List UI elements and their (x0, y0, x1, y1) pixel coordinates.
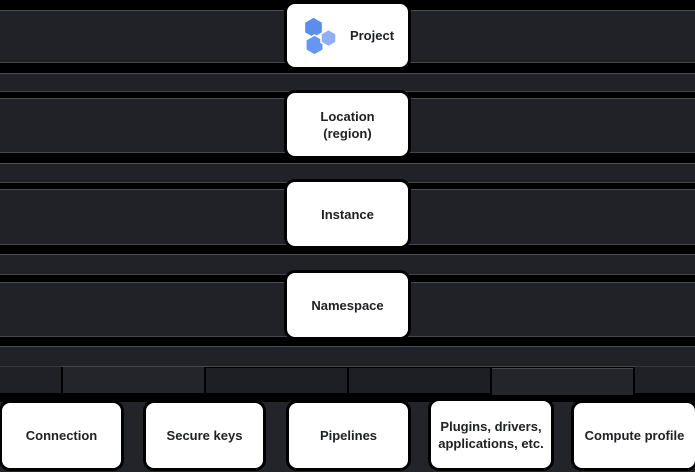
faded-strip-segment (635, 366, 695, 393)
faded-strip-segment (0, 366, 61, 393)
location-node-label: Location (region) (320, 108, 374, 142)
hexagon-right (320, 28, 337, 48)
compute-profile-node-label: Compute profile (584, 428, 685, 443)
node-namespace: Namespace (287, 273, 408, 337)
node-project: Project (287, 4, 408, 67)
band-spacer-1 (0, 73, 695, 92)
plugins-label-line2: applications, etc. (438, 435, 544, 451)
node-connection: Connection (2, 403, 121, 468)
faded-strip-segment (349, 368, 490, 393)
node-compute-profile: Compute profile (574, 403, 695, 468)
location-label-line1: Location (320, 108, 375, 124)
band-spacer-4 (0, 346, 695, 367)
node-pipelines: Pipelines (289, 403, 408, 468)
plugins-node-label: Plugins, drivers, applications, etc. (438, 418, 543, 452)
node-plugins-drivers-applications: Plugins, drivers, applications, etc. (431, 401, 551, 468)
connection-node-label: Connection (25, 428, 98, 443)
project-node-content: Project (301, 15, 395, 56)
location-label-line2: (region) (323, 125, 372, 141)
data-fusion-hexagon-cluster-icon (303, 15, 337, 56)
namespace-node-label: Namespace (311, 297, 384, 313)
plugins-label-line1: Plugins, drivers, (440, 418, 542, 434)
band-spacer-2 (0, 163, 695, 183)
band-spacer-3 (0, 254, 695, 275)
faded-strip-segment (63, 366, 204, 393)
pipelines-node-label: Pipelines (319, 428, 378, 443)
faded-strip-segment (492, 368, 633, 395)
faded-strip-segment (206, 368, 347, 393)
node-secure-keys: Secure keys (146, 403, 263, 468)
instance-node-label: Instance (321, 206, 374, 222)
secure-keys-node-label: Secure keys (166, 428, 243, 443)
node-instance: Instance (287, 182, 408, 246)
node-location: Location (region) (287, 93, 408, 156)
project-node-label: Project (349, 28, 395, 43)
